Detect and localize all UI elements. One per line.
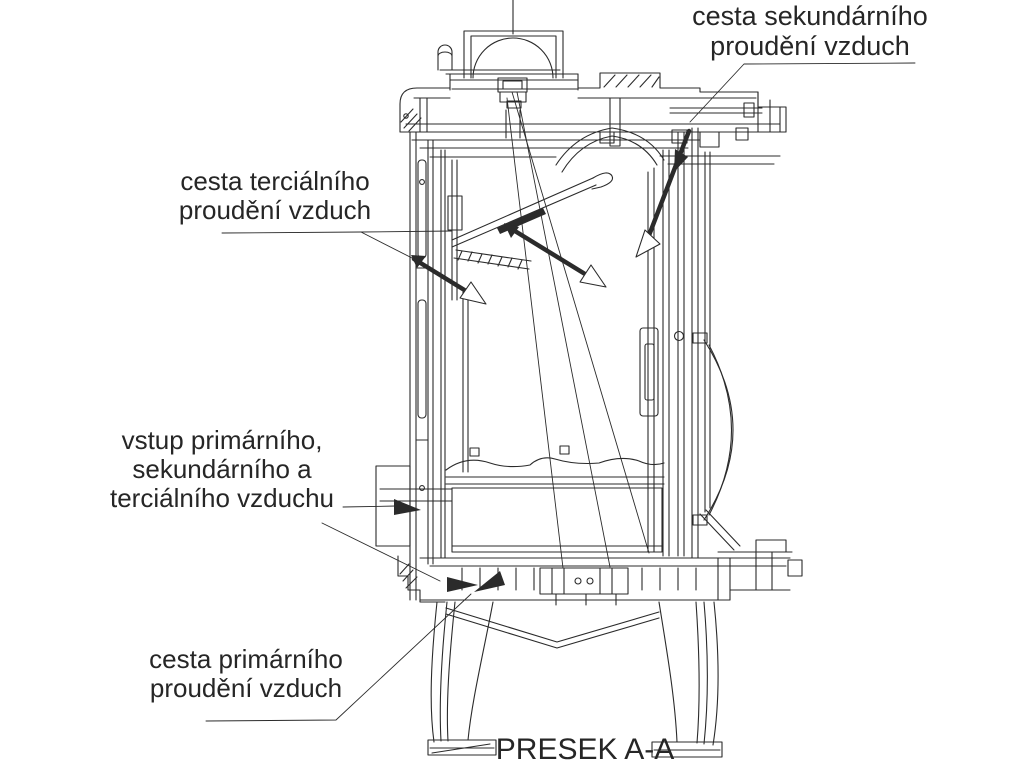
label-tertiary-line2: proudění vzduch	[178, 195, 372, 225]
secondary-air-flow-arrow	[645, 128, 692, 241]
base-assembly	[397, 539, 803, 606]
firebox	[445, 445, 665, 553]
label-inlet-line1: vstup primárního,	[121, 425, 323, 455]
wall-air-flow-arrow	[411, 256, 469, 294]
label-secondary-line1: cesta sekundárního	[692, 1, 928, 31]
right-wall-door	[639, 127, 741, 559]
label-primary-line1: cesta primárního	[149, 644, 343, 674]
left-wall	[409, 131, 469, 601]
door-handle	[703, 339, 734, 521]
leader-inlet	[342, 505, 397, 508]
baffle-plate	[451, 172, 614, 270]
legs	[427, 601, 723, 758]
tertiary-air-flow-arrow	[507, 225, 588, 277]
air-control-knob	[437, 44, 453, 71]
leader-primary	[205, 593, 472, 722]
section-caption: PRESEK A-A	[495, 733, 675, 766]
label-secondary-air-path: cesta sekundárního proudění vzduch	[660, 1, 960, 61]
leader-secondary	[689, 62, 916, 123]
label-tertiary-line1: cesta terciálního	[180, 166, 370, 196]
label-primary-air-path: cesta primárního proudění vzduch	[130, 645, 362, 703]
secondary-air-channel	[411, 97, 781, 173]
leader-lines	[205, 62, 916, 722]
label-secondary-line2: proudění vzduch	[710, 31, 910, 61]
label-air-inlet: vstup primárního, sekundárního a terciál…	[92, 426, 352, 513]
inlet-air-flow-arrow	[394, 499, 421, 515]
label-inlet-line3: terciálního vzduchu	[109, 483, 335, 513]
top-plate	[399, 72, 787, 133]
primary-air-flow-arrow	[447, 577, 478, 592]
label-primary-line2: proudění vzduch	[149, 673, 343, 703]
flue-collar	[437, 0, 579, 139]
label-inlet-line2: sekundárního a	[132, 454, 312, 484]
label-tertiary-air-path: cesta terciálního proudění vzduch	[160, 167, 390, 225]
flow-arrows	[394, 128, 692, 592]
section-lines	[506, 91, 650, 569]
